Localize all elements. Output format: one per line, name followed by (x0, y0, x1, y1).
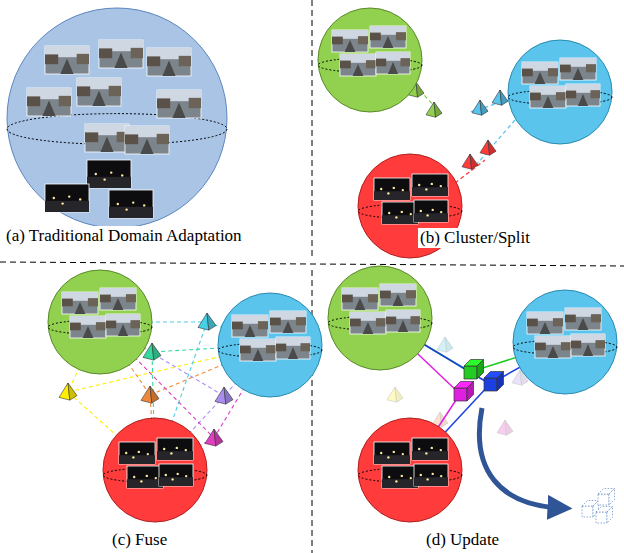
scene-photo (535, 336, 571, 358)
prototype-pyramid (492, 90, 508, 105)
scene-photo (350, 312, 386, 334)
scene-photo (412, 174, 448, 196)
scene-photo (566, 84, 600, 106)
prototype-cube (454, 382, 474, 402)
scene-photo (70, 316, 106, 338)
scene-photo (85, 124, 129, 152)
scene-photo (77, 78, 121, 106)
prototype-pyramid (462, 154, 478, 169)
domain-circle (318, 8, 422, 112)
scene-photo (382, 466, 418, 488)
domain-circle (358, 418, 462, 522)
panel-caption: (a) Traditional Domain Adaptation (4, 226, 244, 246)
prototype-cube (596, 507, 613, 524)
scene-photo (340, 54, 376, 76)
scene-photo (45, 46, 89, 74)
prototype-pyramid (387, 387, 403, 402)
prototype-pyramid (59, 383, 77, 400)
scene-photo (527, 312, 563, 334)
scene-photo (125, 126, 169, 154)
scene-photo (270, 311, 306, 333)
panel-caption: (c) Fuse (110, 530, 169, 550)
prototype-pyramid (426, 102, 442, 117)
scene-photo (414, 200, 448, 222)
link-line (470, 120, 515, 172)
scene-photo (380, 284, 416, 306)
scene-photo (522, 62, 558, 84)
domain-circle (218, 293, 322, 397)
update-arrow (479, 408, 560, 508)
scene-photo (276, 337, 310, 359)
prototype-pyramid (205, 429, 223, 446)
prototype-cube (598, 489, 615, 506)
prototype-cube (464, 360, 484, 380)
scene-photo (386, 310, 420, 332)
domain-circle (7, 8, 227, 228)
prototype-pyramid (480, 140, 496, 155)
scene-photo (414, 464, 448, 486)
domain-circle (508, 40, 612, 144)
scene-photo (157, 438, 193, 460)
scene-photo (87, 160, 131, 188)
scene-photo (109, 190, 153, 218)
scene-photo (159, 464, 193, 486)
scene-photo (370, 26, 406, 48)
scene-photo (332, 30, 368, 52)
scene-photo (565, 308, 601, 330)
prototype-cube (484, 372, 504, 392)
scene-photo (147, 48, 191, 76)
prototype-pyramid (472, 100, 488, 115)
prototype-pyramid (141, 386, 159, 403)
scene-photo (232, 315, 268, 337)
scene-photo (560, 58, 596, 80)
scene-photo (62, 292, 98, 314)
panel-caption: (b) Cluster/Split (418, 228, 532, 248)
scene-photo (374, 178, 410, 200)
scene-photo (99, 40, 143, 68)
scene-photo (127, 466, 163, 488)
scene-photo (571, 334, 605, 356)
scene-photo (374, 442, 410, 464)
domain-circle (328, 266, 432, 370)
scene-photo (157, 90, 201, 118)
scene-photo (376, 52, 410, 74)
domain-circle (513, 290, 617, 394)
domain-circle (103, 418, 207, 522)
prototype-pyramid (198, 313, 216, 330)
scene-photo (45, 184, 89, 212)
scene-photo (106, 314, 140, 336)
prototype-pyramid (215, 387, 233, 404)
prototype-pyramid (143, 343, 161, 360)
scene-photo (119, 442, 155, 464)
scene-photo (240, 339, 276, 361)
domain-circle (48, 270, 152, 374)
scene-photo (530, 86, 566, 108)
scene-photo (100, 288, 136, 310)
scene-photo (342, 288, 378, 310)
prototype-pyramid (497, 420, 513, 435)
scene-photo (382, 202, 418, 224)
scene-photo (27, 88, 71, 116)
panel-caption: (d) Update (424, 530, 501, 550)
prototype-pyramid (437, 337, 453, 352)
scene-photo (412, 438, 448, 460)
